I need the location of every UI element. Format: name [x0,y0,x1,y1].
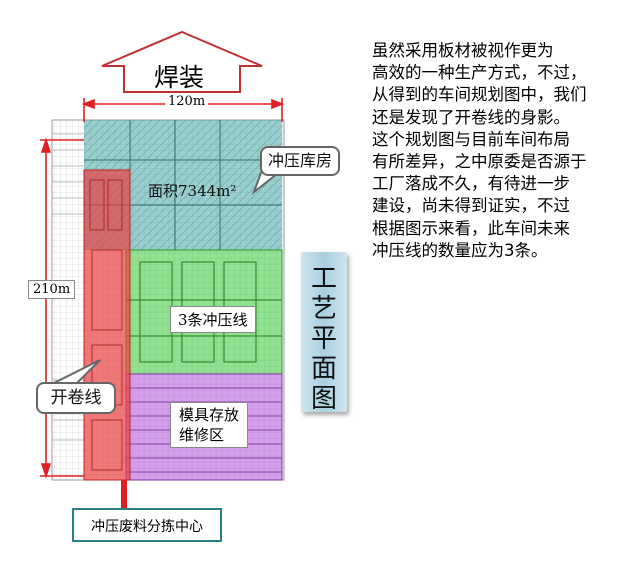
description-line: 有所差异，之中原委是否源于 [372,152,587,172]
description-line: 这个规划图与目前车间布局 [372,129,570,149]
description-line: 从得到的车间规划图中，我们 [372,85,587,105]
die-storage-line2: 维修区 [179,426,225,444]
scrap-center-label: 冲压废料分拣中心 [72,508,222,542]
press-lines-label: 3条冲压线 [170,306,256,333]
description-text: 虽然采用板材被视作更为 高效的一种生产方式，不过， 从得到的车间规划图中，我们 … [372,40,612,262]
description-line: 还是发现了开卷线的身影。 [372,107,570,127]
description-line: 冲压线的数量应为3条。 [372,240,548,260]
vertical-title-char-1: 工 [310,264,337,294]
uncoil-callout: 开卷线 [36,382,116,414]
height-label: 210m [28,280,76,299]
description-line: 工厂落成不久，有待进一步 [372,174,570,194]
uncoil-label: 开卷线 [50,388,102,408]
description-line: 根据图示来看，此车间未来 [372,218,570,238]
vertical-title: 工 艺 平 面 图 [301,252,347,414]
vertical-title-char-3: 平 [310,324,337,354]
uncoil-zone [83,169,131,481]
width-label: 120m [165,94,209,109]
description-line: 高效的一种生产方式，不过， [372,63,587,83]
description-line: 建设，尚未得到证实，不过 [372,196,570,216]
die-storage-line1: 模具存放 [179,406,240,424]
height-dimension [40,137,84,479]
scrap-stem [121,480,127,510]
warehouse-callout: 冲压库房 [260,146,340,176]
vertical-title-char-2: 艺 [310,294,337,324]
top-arrow-shape [101,30,263,93]
description-line: 虽然采用板材被视作更为 [372,41,554,60]
top-arrow-label: 焊装 [154,63,205,92]
vertical-title-char-5: 图 [310,384,337,414]
warehouse-area: 面积7344m² [148,182,237,200]
vertical-title-char-4: 面 [310,354,337,384]
warehouse-label: 冲压库房 [267,151,332,170]
die-storage-label: 模具存放 维修区 [170,402,249,448]
